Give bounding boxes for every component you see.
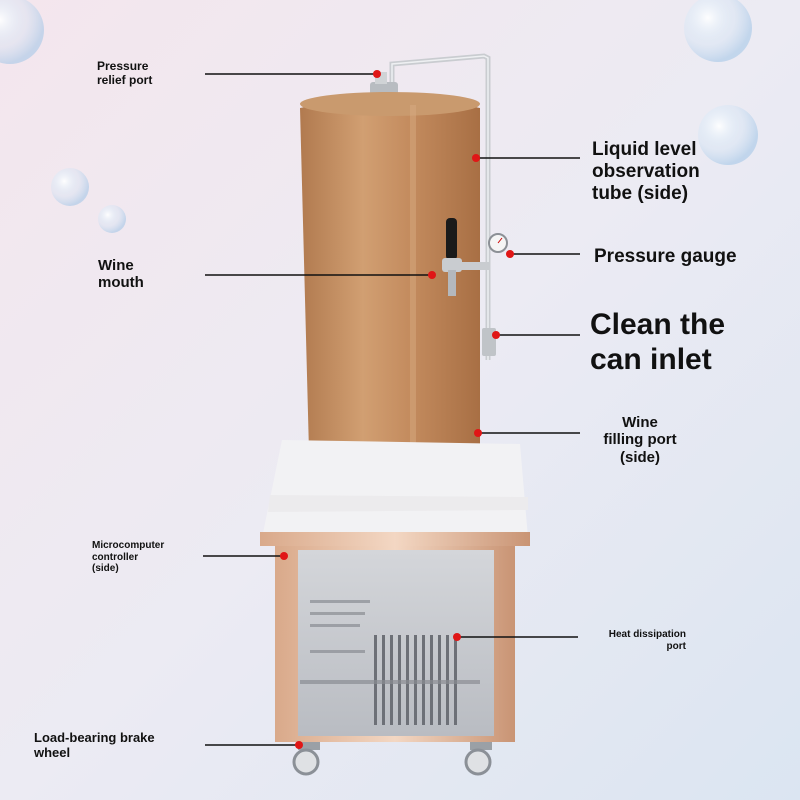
bubble [0,0,44,64]
bubble [98,205,126,233]
film-print [300,600,480,684]
marker-dot [472,154,480,162]
marker-dot [295,741,303,749]
marker-dot [373,70,381,78]
bubble [51,168,89,206]
wheel-left [292,742,320,776]
label-heat-dissipation-port: Heat dissipation port [608,629,686,652]
counter-top [262,440,528,538]
bubble [698,105,758,165]
label-wine-filling-port: Wine filling port (side) [603,414,677,466]
label-pressure-relief-port: Pressure relief port [97,59,153,87]
label-brake-wheel: Load-bearing brake wheel [34,730,155,760]
marker-dot [428,271,436,279]
wheel-right [464,742,492,776]
tap-handle [446,218,457,260]
marker-dot [280,552,288,560]
bubble [684,0,752,62]
label-wine-mouth: Wine mouth [98,257,144,292]
marker-dot [506,250,514,258]
marker-dot [492,331,500,339]
marker-dot [453,633,461,641]
tank-body [300,98,480,496]
label-clean-can-inlet: Clean the can inlet [590,308,726,376]
marker-dot [474,429,482,437]
label-liquid-level-tube: Liquid level observation tube (side) [592,139,700,204]
label-microcomputer-controller: Microcomputer controller (side) [92,540,165,574]
label-pressure-gauge: Pressure gauge [594,246,737,267]
